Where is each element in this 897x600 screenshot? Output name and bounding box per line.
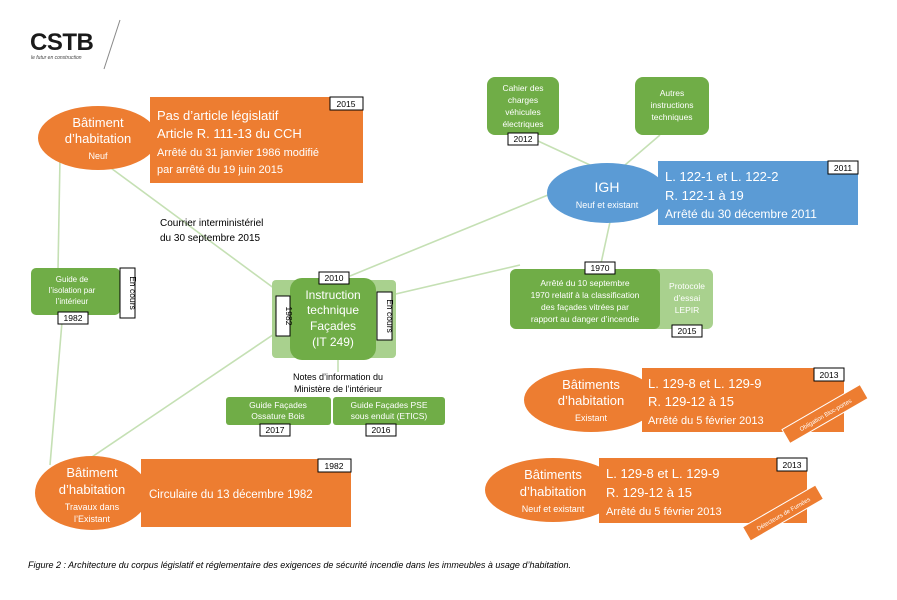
igh-l1: IGH (595, 179, 620, 195)
guide-pse-year: 2016 (372, 425, 391, 435)
arrete1970-node: 1970 Arrêté du 10 septembre 1970 relatif… (510, 261, 713, 329)
cahier-year: 2012 (514, 134, 533, 144)
igh-box-l3: Arrêté du 30 décembre 2011 (665, 207, 817, 221)
hab-ne-box-l1: L. 129-8 et L. 129-9 (606, 466, 719, 481)
lepir-year: 2015 (678, 326, 697, 336)
arrete1970-l2: 1970 relatif à la classification (531, 290, 640, 300)
guide-bois-l1: Guide Façades (249, 400, 307, 410)
hab-ne-l2: d’habitation (520, 484, 587, 499)
guide-isolation-l1: Guide de (56, 275, 89, 284)
notes-label: Notes d’information du Ministère de l’in… (293, 372, 383, 394)
arrete1970-l1: Arrêté du 10 septembre (540, 278, 630, 288)
igh-ellipse: IGH Neuf et existant (547, 163, 667, 223)
notes-l2: Ministère de l’intérieur (294, 384, 382, 394)
autres-l3: techniques (651, 112, 692, 122)
hab-existant-ellipse: Bâtiments d’habitation Existant (524, 368, 658, 432)
hab-existant-year: 2013 (820, 370, 839, 380)
hab-travaux-l1: Bâtiment (66, 465, 118, 480)
lepir-l2: d’essai (674, 293, 701, 303)
hab-neuf-line1: Bâtiment (72, 115, 124, 130)
guide-isolation-l2: l’isolation par (49, 286, 96, 295)
hab-existant-l2: d’habitation (558, 393, 625, 408)
cahier-node: Cahier des charges véhicules électriques… (487, 77, 559, 146)
it249-node: 2010 1982 En cours Instruction technique… (272, 271, 396, 360)
hab-neuf-box-l2: Article R. 111-13 du CCH (157, 126, 302, 141)
guide-bois-node: Guide Façades Ossature Bois 2017 (226, 397, 331, 437)
lepir-node: Protocole d’essai LEPIR 2015 (669, 281, 705, 338)
hab-neuf-box-l1: Pas d’article législatif (157, 108, 279, 123)
arrete1970-l4: rapport au danger d’incendie (531, 314, 639, 324)
hab-ne-l3: Neuf et existant (522, 504, 585, 514)
guide-isolation-status: En cours (128, 276, 138, 310)
hab-neuf-ellipse: Bâtiment d’habitation Neuf (38, 106, 158, 170)
it249-l4: (IT 249) (312, 335, 354, 349)
hab-ne-box-l3: Arrêté du 5 février 2013 (606, 506, 722, 518)
hab-travaux-l2: d’habitation (59, 482, 126, 497)
courrier-label: Courrier interministériel du 30 septembr… (160, 218, 263, 244)
guide-pse-l2: sous enduit (ETICS) (351, 411, 428, 421)
hab-travaux-year: 1982 (325, 461, 344, 471)
arrete1970-year: 1970 (591, 263, 610, 273)
hab-existant-box: 2013 L. 129-8 et L. 129-9 R. 129-12 à 15… (642, 367, 869, 445)
autres-l2: instructions (651, 100, 694, 110)
hab-neuf-year: 2015 (337, 99, 356, 109)
hab-travaux-l3: Travaux dans (65, 502, 120, 512)
logo-slash (103, 19, 121, 70)
autres-node: Autres instructions techniques (635, 77, 709, 135)
guide-pse-node: Guide Façades PSE sous enduit (ETICS) 20… (333, 397, 445, 437)
hab-existant-l1: Bâtiments (562, 377, 620, 392)
hab-existant-box-l1: L. 129-8 et L. 129-9 (648, 376, 761, 391)
cstb-logo: CSTB le futur en construction (30, 19, 121, 70)
hab-neuf-box: 2015 Pas d’article législatif Article R.… (150, 96, 364, 183)
notes-l1: Notes d’information du (293, 372, 383, 382)
it249-l3: Façades (310, 319, 356, 333)
hab-ne-year: 2013 (783, 460, 802, 470)
guide-bois-year: 2017 (266, 425, 285, 435)
hab-travaux-box-l1: Circulaire du 13 décembre 1982 (149, 489, 313, 501)
hab-neuf-box-l4: par arrêté du 19 juin 2015 (157, 164, 283, 176)
cahier-l4: électriques (502, 119, 543, 129)
igh-box: 2011 L. 122-1 et L. 122-2 R. 122-1 à 19 … (658, 160, 859, 225)
lepir-l1: Protocole (669, 281, 705, 291)
hab-existant-box-l2: R. 129-12 à 15 (648, 394, 734, 409)
it249-year: 2010 (325, 273, 344, 283)
hab-ne-box: 2013 L. 129-8 et L. 129-9 R. 129-12 à 15… (599, 457, 825, 542)
lepir-l3: LEPIR (675, 305, 700, 315)
cahier-l3: véhicules (505, 107, 540, 117)
hab-neuf-line3: Neuf (88, 151, 108, 161)
guide-isolation-node: Guide de l’isolation par l’intérieur 198… (31, 267, 138, 325)
igh-year: 2011 (834, 163, 853, 173)
hab-travaux-box: 1982 Circulaire du 13 décembre 1982 (141, 458, 352, 527)
igh-l2: Neuf et existant (576, 200, 639, 210)
cahier-l1: Cahier des (502, 83, 543, 93)
guide-isolation-l3: l’intérieur (56, 297, 89, 306)
courrier-l1: Courrier interministériel (160, 218, 263, 229)
it249-l1: Instruction (305, 288, 360, 302)
hab-ne-ellipse: Bâtiments d’habitation Neuf et existant (485, 458, 621, 522)
arrete1970-l3: des façades vitrées par (541, 302, 629, 312)
it249-l2: technique (307, 303, 359, 317)
cahier-l2: charges (508, 95, 538, 105)
hab-ne-l1: Bâtiments (524, 467, 582, 482)
hab-neuf-line2: d’habitation (65, 131, 132, 146)
guide-pse-l1: Guide Façades PSE (350, 400, 427, 410)
hab-travaux-l4: l’Existant (74, 514, 111, 524)
hab-existant-box-l3: Arrêté du 5 février 2013 (648, 415, 764, 427)
hab-travaux-ellipse: Bâtiment d’habitation Travaux dans l’Exi… (35, 456, 149, 530)
igh-box-l1: L. 122-1 et L. 122-2 (665, 169, 778, 184)
igh-box-l2: R. 122-1 à 19 (665, 188, 744, 203)
logo-tagline: le futur en construction (31, 55, 82, 61)
guide-bois-l2: Ossature Bois (251, 411, 304, 421)
it249-status: En cours (385, 299, 395, 333)
hab-neuf-box-l3: Arrêté du 31 janvier 1986 modifié (157, 147, 319, 159)
it249-side-year: 1982 (284, 307, 294, 326)
autres-l1: Autres (660, 88, 685, 98)
hab-existant-l3: Existant (575, 413, 608, 423)
figure-caption: Figure 2 : Architecture du corpus législ… (28, 560, 571, 570)
courrier-l2: du 30 septembre 2015 (160, 233, 261, 244)
logo-text: CSTB (30, 29, 94, 56)
guide-isolation-year: 1982 (64, 313, 83, 323)
hab-ne-box-l2: R. 129-12 à 15 (606, 485, 692, 500)
